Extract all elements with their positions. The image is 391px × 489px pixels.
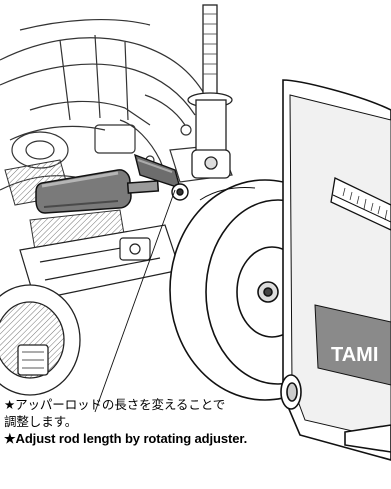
instruction-caption: ★アッパーロッドの長さを変えることで 調整します。 ★Adjust rod le…	[4, 396, 387, 447]
caption-jp-line-2: 調整します。	[4, 414, 78, 429]
motor-can	[0, 284, 81, 396]
alignment-gauge: TAMI	[280, 79, 391, 461]
shock-absorber	[187, 4, 233, 179]
caption-en-line: ★Adjust rod length by rotating adjuster.	[4, 431, 248, 446]
hex-driver-tool	[35, 169, 160, 214]
leader-line	[94, 189, 176, 413]
gauge-brand-text: TAMI	[331, 344, 378, 366]
angle-scale	[330, 177, 391, 231]
upper-rod-adjuster	[133, 153, 189, 201]
caption-jp-line-1: ★アッパーロッドの長さを変えることで	[4, 397, 226, 412]
brand-plate	[314, 304, 391, 386]
